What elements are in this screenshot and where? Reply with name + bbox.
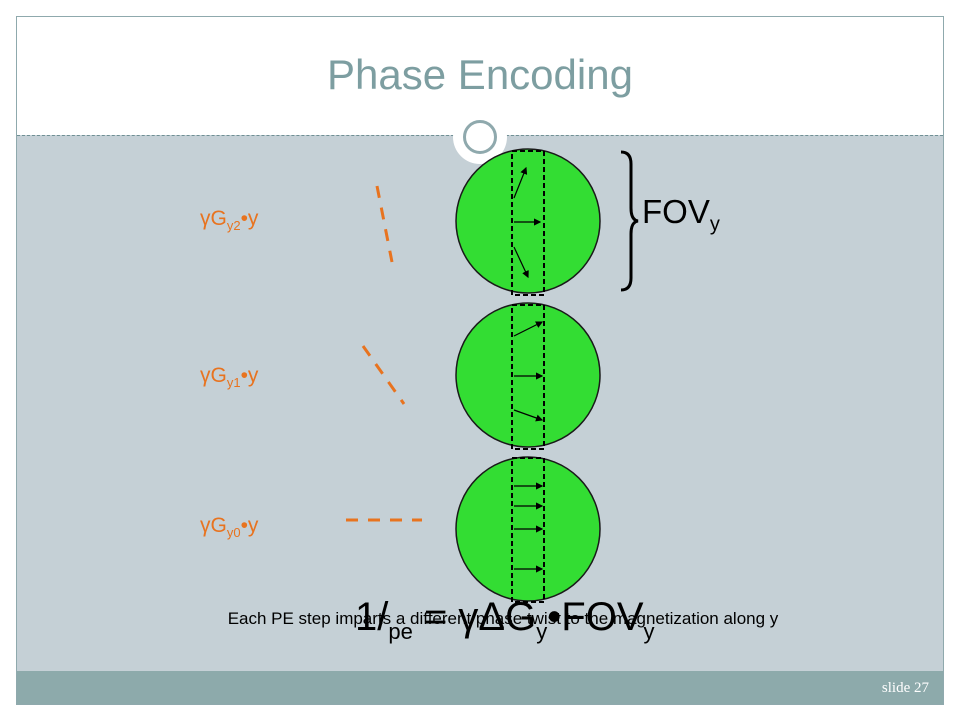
slice-box-bottom (511, 457, 545, 603)
magnetization-arrow (513, 321, 544, 337)
magnetization-arrow (513, 246, 529, 279)
ring-inner (463, 120, 497, 154)
footer-bar (17, 671, 943, 704)
gradient-label-y0: γGy0•y (200, 514, 259, 541)
slide-caption: Each PE step imparts a different phase t… (227, 609, 779, 628)
fov-brace-icon (620, 150, 639, 292)
gradient-label-y2: γGy2•y (200, 207, 259, 234)
slide-title: Phase Encoding (327, 51, 633, 98)
sample-circle-top (455, 148, 601, 294)
slice-box-middle (511, 304, 545, 450)
gradient-line-y1 (361, 345, 406, 405)
sample-circle-middle (455, 302, 601, 448)
gradient-line-y2 (375, 185, 394, 263)
magnetization-arrow (513, 166, 528, 199)
gradient-label-y1: γGy1•y (200, 364, 259, 391)
magnetization-arrow (513, 409, 544, 422)
slice-box-top (511, 150, 545, 296)
slide-number: slide 27 (881, 680, 929, 696)
phase-encoding-formula: 1/pe = γΔGy•FOVy (355, 595, 655, 644)
fov-label: FOVy (642, 193, 720, 236)
